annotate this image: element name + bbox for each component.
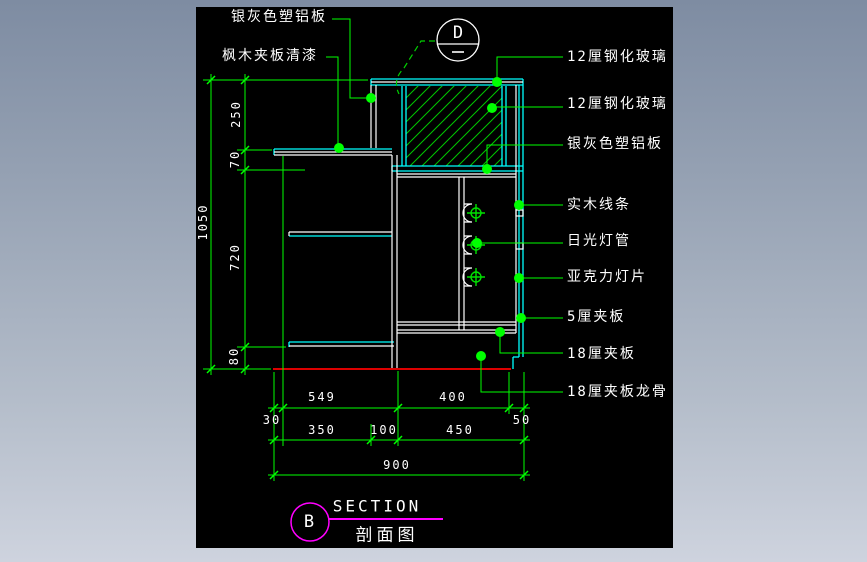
- cabinet-outline-cyan: [273, 78, 524, 369]
- label-maple-plywood: 枫木夹板清漆: [222, 48, 318, 64]
- dim-549: 549: [308, 390, 336, 404]
- section-marker: [290, 502, 443, 542]
- label-18mm-plywood: 18厘夹板: [567, 346, 636, 362]
- dim-1050: 1050: [196, 203, 210, 241]
- lamp-brackets: [462, 203, 473, 287]
- dim-350: 350: [308, 423, 336, 437]
- label-acrylic-panel: 亚克力灯片: [567, 269, 647, 285]
- dim-900: 900: [383, 458, 411, 472]
- label-tempered-glass-1: 12厘钢化玻璃: [567, 49, 668, 65]
- label-fluorescent-tube: 日光灯管: [567, 233, 631, 249]
- detail-callout-circle: [436, 18, 480, 62]
- detail-bubble-letter: D: [452, 23, 464, 43]
- label-aluminium-panel-top: 银灰色塑铝板: [231, 9, 327, 25]
- dim-30: 30: [262, 413, 282, 427]
- dim-80: 80: [227, 346, 241, 366]
- section-title: SECTION: [332, 496, 422, 516]
- dim-70: 70: [228, 149, 242, 169]
- dim-450: 450: [446, 423, 474, 437]
- label-18mm-plywood-frame: 18厘夹板龙骨: [567, 384, 668, 400]
- dim-400: 400: [439, 390, 467, 404]
- label-5mm-plywood: 5厘夹板: [567, 309, 626, 325]
- section-bubble-letter: B: [303, 512, 315, 532]
- dim-50: 50: [512, 413, 532, 427]
- label-tempered-glass-2: 12厘钢化玻璃: [567, 96, 668, 112]
- leader-lines: [326, 18, 563, 393]
- glass-hatch: [406, 86, 502, 166]
- detail-callout-leader: [395, 40, 435, 95]
- dimension-ticks: [206, 75, 529, 480]
- dim-100: 100: [370, 423, 398, 437]
- label-aluminium-panel-right: 银灰色塑铝板: [567, 136, 663, 152]
- label-solid-wood-trim: 实木线条: [567, 197, 631, 213]
- section-subtitle: 剖面图: [355, 525, 419, 546]
- dim-250: 250: [229, 100, 243, 128]
- dim-720: 720: [228, 243, 242, 271]
